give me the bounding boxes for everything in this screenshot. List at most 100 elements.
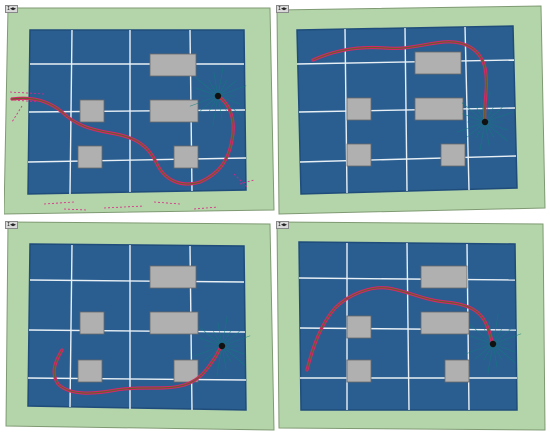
lidar-ray bbox=[479, 121, 486, 152]
arena-view bbox=[276, 5, 546, 215]
scan-noise-segment bbox=[239, 179, 255, 185]
scan-noise-segment bbox=[153, 201, 181, 205]
lidar-ray bbox=[221, 316, 228, 347]
lidar-ray bbox=[492, 343, 498, 368]
trajectory-inner bbox=[11, 95, 234, 185]
lidar-ray bbox=[456, 121, 486, 133]
lidar-ray bbox=[212, 95, 219, 126]
obstacle-box bbox=[444, 359, 470, 383]
lidar-ray bbox=[217, 66, 224, 97]
robot-icon bbox=[481, 118, 489, 126]
obstacle-box bbox=[346, 359, 372, 383]
grid-line-horizontal bbox=[29, 279, 245, 283]
obstacle-box bbox=[414, 97, 464, 121]
simulation-panel-bottom-right: I◀▶ bbox=[275, 220, 547, 434]
arena-view bbox=[5, 221, 275, 431]
obstacle-box bbox=[414, 51, 462, 75]
obstacle-box bbox=[346, 143, 372, 167]
obstacle-box bbox=[173, 145, 199, 169]
obstacle-box bbox=[420, 311, 470, 335]
lidar-ray bbox=[487, 343, 494, 374]
obstacle-box bbox=[79, 99, 105, 123]
lidar-ray bbox=[492, 343, 517, 364]
lidar-ray bbox=[193, 345, 223, 357]
grid-line-horizontal bbox=[27, 377, 247, 381]
panel-corner-label: I◀▶ bbox=[5, 221, 19, 229]
panel-corner-label: I◀▶ bbox=[276, 5, 290, 13]
robot-icon bbox=[218, 342, 226, 350]
lidar-ray bbox=[221, 345, 245, 355]
lidar-ray bbox=[470, 335, 494, 345]
lidar-ray bbox=[462, 113, 486, 123]
lidar-ray bbox=[461, 102, 486, 123]
grid-line-horizontal bbox=[299, 155, 517, 163]
lidar-ray bbox=[492, 314, 499, 345]
lidar-ray bbox=[466, 121, 486, 138]
obstacle-box bbox=[173, 359, 199, 383]
obstacle-box bbox=[77, 359, 103, 383]
lidar-ray bbox=[199, 337, 223, 347]
lidar-ray bbox=[484, 121, 490, 146]
grid-line-horizontal bbox=[28, 329, 246, 333]
simulation-panel-top-left: I◀▶ bbox=[4, 4, 276, 218]
lidar-ray bbox=[217, 80, 237, 97]
obstacle-box bbox=[420, 265, 468, 289]
grid-line-horizontal bbox=[298, 277, 516, 281]
lidar-rays-icon bbox=[193, 316, 251, 376]
robot-icon bbox=[214, 92, 222, 100]
grid-line-horizontal bbox=[299, 327, 517, 331]
lidar-ray bbox=[484, 106, 504, 123]
grid-line-horizontal bbox=[27, 157, 247, 163]
lidar-ray bbox=[213, 72, 219, 97]
lidar-ray bbox=[484, 121, 509, 142]
lidar-ray bbox=[221, 330, 241, 347]
trajectory-inner bbox=[53, 345, 223, 394]
scan-noise-segment bbox=[193, 206, 219, 210]
arena-view bbox=[4, 7, 275, 215]
obstacle-box bbox=[149, 99, 199, 123]
obstacle-box bbox=[77, 145, 103, 169]
lidar-ray bbox=[221, 335, 251, 347]
scan-noise bbox=[9, 91, 255, 211]
scan-noise-segment bbox=[43, 201, 75, 205]
scan-noise-segment bbox=[13, 99, 39, 103]
obstacle-box bbox=[149, 265, 197, 289]
lidar-ray bbox=[469, 324, 494, 345]
obstacle-box bbox=[440, 143, 466, 167]
lidar-ray bbox=[484, 121, 508, 131]
panel-corner-label: I◀▶ bbox=[5, 5, 19, 13]
simulation-panel-top-right: I◀▶ bbox=[275, 4, 547, 218]
lidar-ray bbox=[217, 85, 247, 97]
lidar-ray bbox=[492, 343, 516, 353]
panel-corner-label: I◀▶ bbox=[276, 221, 290, 229]
grid-line-horizontal bbox=[298, 107, 516, 113]
lidar-ray bbox=[221, 345, 246, 366]
lidar-ray bbox=[464, 343, 494, 355]
scan-noise-segment bbox=[233, 173, 249, 189]
lidar-ray bbox=[492, 328, 512, 345]
lidar-ray bbox=[217, 322, 223, 347]
lidar-ray bbox=[198, 326, 223, 347]
robot-icon bbox=[489, 340, 497, 348]
simulation-panel-bottom-left: I◀▶ bbox=[4, 220, 276, 434]
lidar-ray bbox=[484, 111, 514, 123]
obstacle-box bbox=[346, 315, 372, 339]
grid-line-horizontal bbox=[296, 59, 515, 65]
obstacle-box bbox=[149, 311, 199, 335]
lidar-ray bbox=[474, 343, 494, 360]
lidar-rays-icon bbox=[464, 314, 522, 374]
lidar-ray bbox=[195, 87, 219, 97]
lidar-ray bbox=[216, 345, 223, 376]
lidar-ray bbox=[199, 95, 219, 112]
lidar-ray bbox=[217, 95, 223, 120]
lidar-ray bbox=[189, 95, 219, 107]
grid-line-vertical bbox=[406, 242, 410, 411]
lidar-rays-icon bbox=[456, 92, 514, 152]
lidar-ray bbox=[492, 333, 522, 345]
scan-noise-segment bbox=[11, 105, 23, 123]
grid-line-vertical bbox=[69, 244, 73, 408]
grid-line-horizontal bbox=[28, 109, 246, 113]
scan-noise-segment bbox=[9, 91, 45, 95]
scan-noise-segment bbox=[103, 205, 145, 209]
